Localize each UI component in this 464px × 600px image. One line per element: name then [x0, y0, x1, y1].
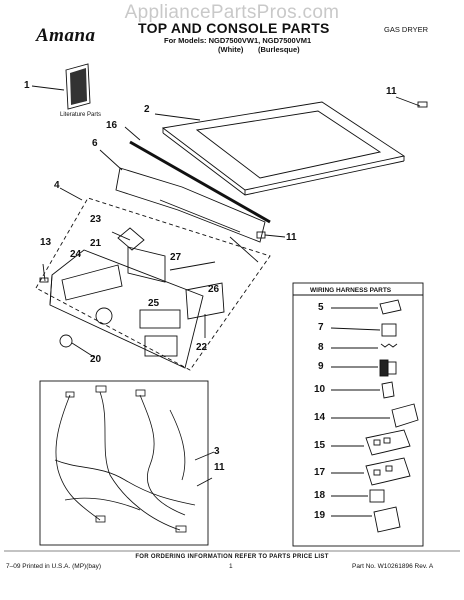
screw-top-right-icon	[395, 96, 428, 108]
console-assembly-outline	[35, 197, 271, 371]
harness-part-14-icon	[331, 403, 419, 428]
color-white: (White)	[218, 45, 244, 54]
product-type: GAS DRYER	[384, 25, 429, 34]
harness-part-17-icon	[331, 457, 411, 486]
top-panel-icon	[154, 101, 406, 196]
callout-19: 19	[314, 510, 326, 521]
wire-harness-outline	[39, 380, 209, 546]
harness-part-8-icon	[331, 343, 398, 349]
callout-10: 10	[314, 384, 326, 395]
callout-6: 6	[92, 138, 98, 149]
part-number: Part No. W10261896 Rev. A	[352, 563, 434, 570]
console-panel-icon	[49, 249, 204, 369]
harness-part-15-icon	[331, 429, 411, 456]
callout-16: 16	[106, 120, 118, 131]
harness-part-18-icon	[331, 489, 385, 503]
callout-26: 26	[208, 284, 220, 295]
screw-harness-icon	[196, 477, 213, 487]
callout-17: 17	[314, 467, 326, 478]
watermark: AppliancePartsPros.com	[124, 2, 340, 23]
callout-27: 27	[170, 252, 182, 263]
color-burlesque: (Burlesque)	[258, 45, 300, 54]
harness-part-9-icon	[331, 359, 397, 377]
callout-20: 20	[90, 354, 102, 365]
callout-15: 15	[314, 440, 326, 451]
wire-harness-icon	[54, 385, 215, 533]
print-info: 7–09 Printed in U.S.A. (MP)(bay)	[6, 563, 102, 570]
callout-18: 18	[314, 490, 326, 501]
screw-bracket-icon	[256, 231, 286, 239]
user-interface-board-icon	[185, 282, 225, 338]
callout-2: 2	[144, 104, 150, 115]
callout-11-low: 11	[214, 462, 225, 473]
harness-part-5-icon	[331, 299, 402, 315]
control-board-icon	[111, 227, 166, 283]
model-list: For Models: NGD7500VW1, NGD7500VM1	[164, 36, 312, 45]
ordering-note: FOR ORDERING INFORMATION REFER TO PARTS …	[135, 554, 329, 560]
callout-24: 24	[70, 249, 82, 260]
harness-parts-title: WIRING HARNESS PARTS	[310, 287, 392, 294]
harness-part-19-icon	[331, 506, 401, 533]
callout-3: 3	[214, 446, 220, 457]
wiring-harness-parts-box	[292, 282, 424, 547]
harness-clip-icon	[169, 261, 216, 271]
callout-11-mid: 11	[286, 232, 297, 243]
callout-22: 22	[196, 342, 208, 353]
callout-11-top: 11	[386, 86, 397, 97]
callout-21: 21	[90, 238, 102, 249]
callout-8: 8	[318, 342, 324, 353]
console-bracket-icon	[99, 149, 266, 263]
callout-1: 1	[24, 80, 30, 91]
callout-7: 7	[318, 322, 324, 333]
literature-booklet-icon	[31, 63, 91, 110]
top-seal-strip-icon	[124, 126, 271, 224]
callout-5: 5	[318, 302, 324, 313]
brand-logo: Amana	[36, 25, 96, 46]
callout-9: 9	[318, 361, 324, 372]
callout-13: 13	[40, 237, 52, 248]
page-title: TOP AND CONSOLE PARTS	[138, 20, 330, 36]
callout-23: 23	[90, 214, 102, 225]
callout-25: 25	[148, 298, 160, 309]
control-knob-icon	[59, 334, 95, 358]
page-number: 1	[229, 563, 233, 570]
screw-left-icon	[39, 263, 49, 283]
harness-part-10-icon	[331, 381, 395, 399]
callout-4: 4	[54, 180, 60, 191]
callout-14: 14	[314, 412, 326, 423]
harness-part-7-icon	[330, 323, 397, 337]
literature-label: Literature Parts	[60, 112, 102, 118]
